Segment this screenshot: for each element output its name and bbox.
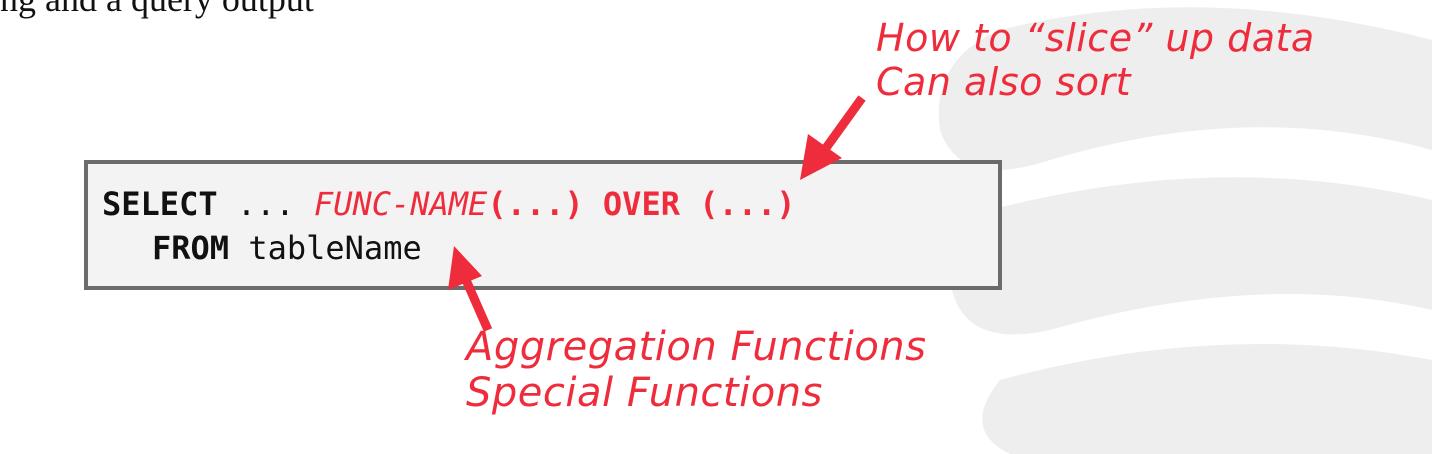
select-keyword: SELECT [102, 185, 218, 223]
annotation-partition-line1: How to “slice” up data [876, 16, 1315, 60]
func-name-placeholder: FUNC-NAME [313, 185, 488, 223]
annotation-functions-line2: Special Functions [466, 370, 823, 416]
annotation-partition: How to “slice” up data Can also sort [876, 16, 1315, 104]
slide-partial-text: ng and a query output [0, 0, 314, 20]
annotation-functions-line1: Aggregation Functions [466, 324, 927, 370]
func-args: (...) [487, 185, 584, 223]
over-keyword: OVER [602, 185, 680, 223]
sql-line-select: SELECT ... FUNC-NAME(...) OVER (...) [102, 184, 796, 224]
table-name: tableName [229, 229, 422, 267]
from-keyword: FROM [152, 229, 230, 267]
select-ellipsis: ... [217, 185, 314, 223]
over-args: (...) [679, 185, 796, 223]
annotation-functions: Aggregation Functions Special Functions [466, 324, 926, 416]
sql-line-from: FROM tableName [152, 228, 422, 268]
code-space [584, 185, 603, 223]
annotation-partition-line2: Can also sort [876, 60, 1132, 104]
sql-code-box: SELECT ... FUNC-NAME(...) OVER (...) FRO… [84, 160, 1002, 290]
